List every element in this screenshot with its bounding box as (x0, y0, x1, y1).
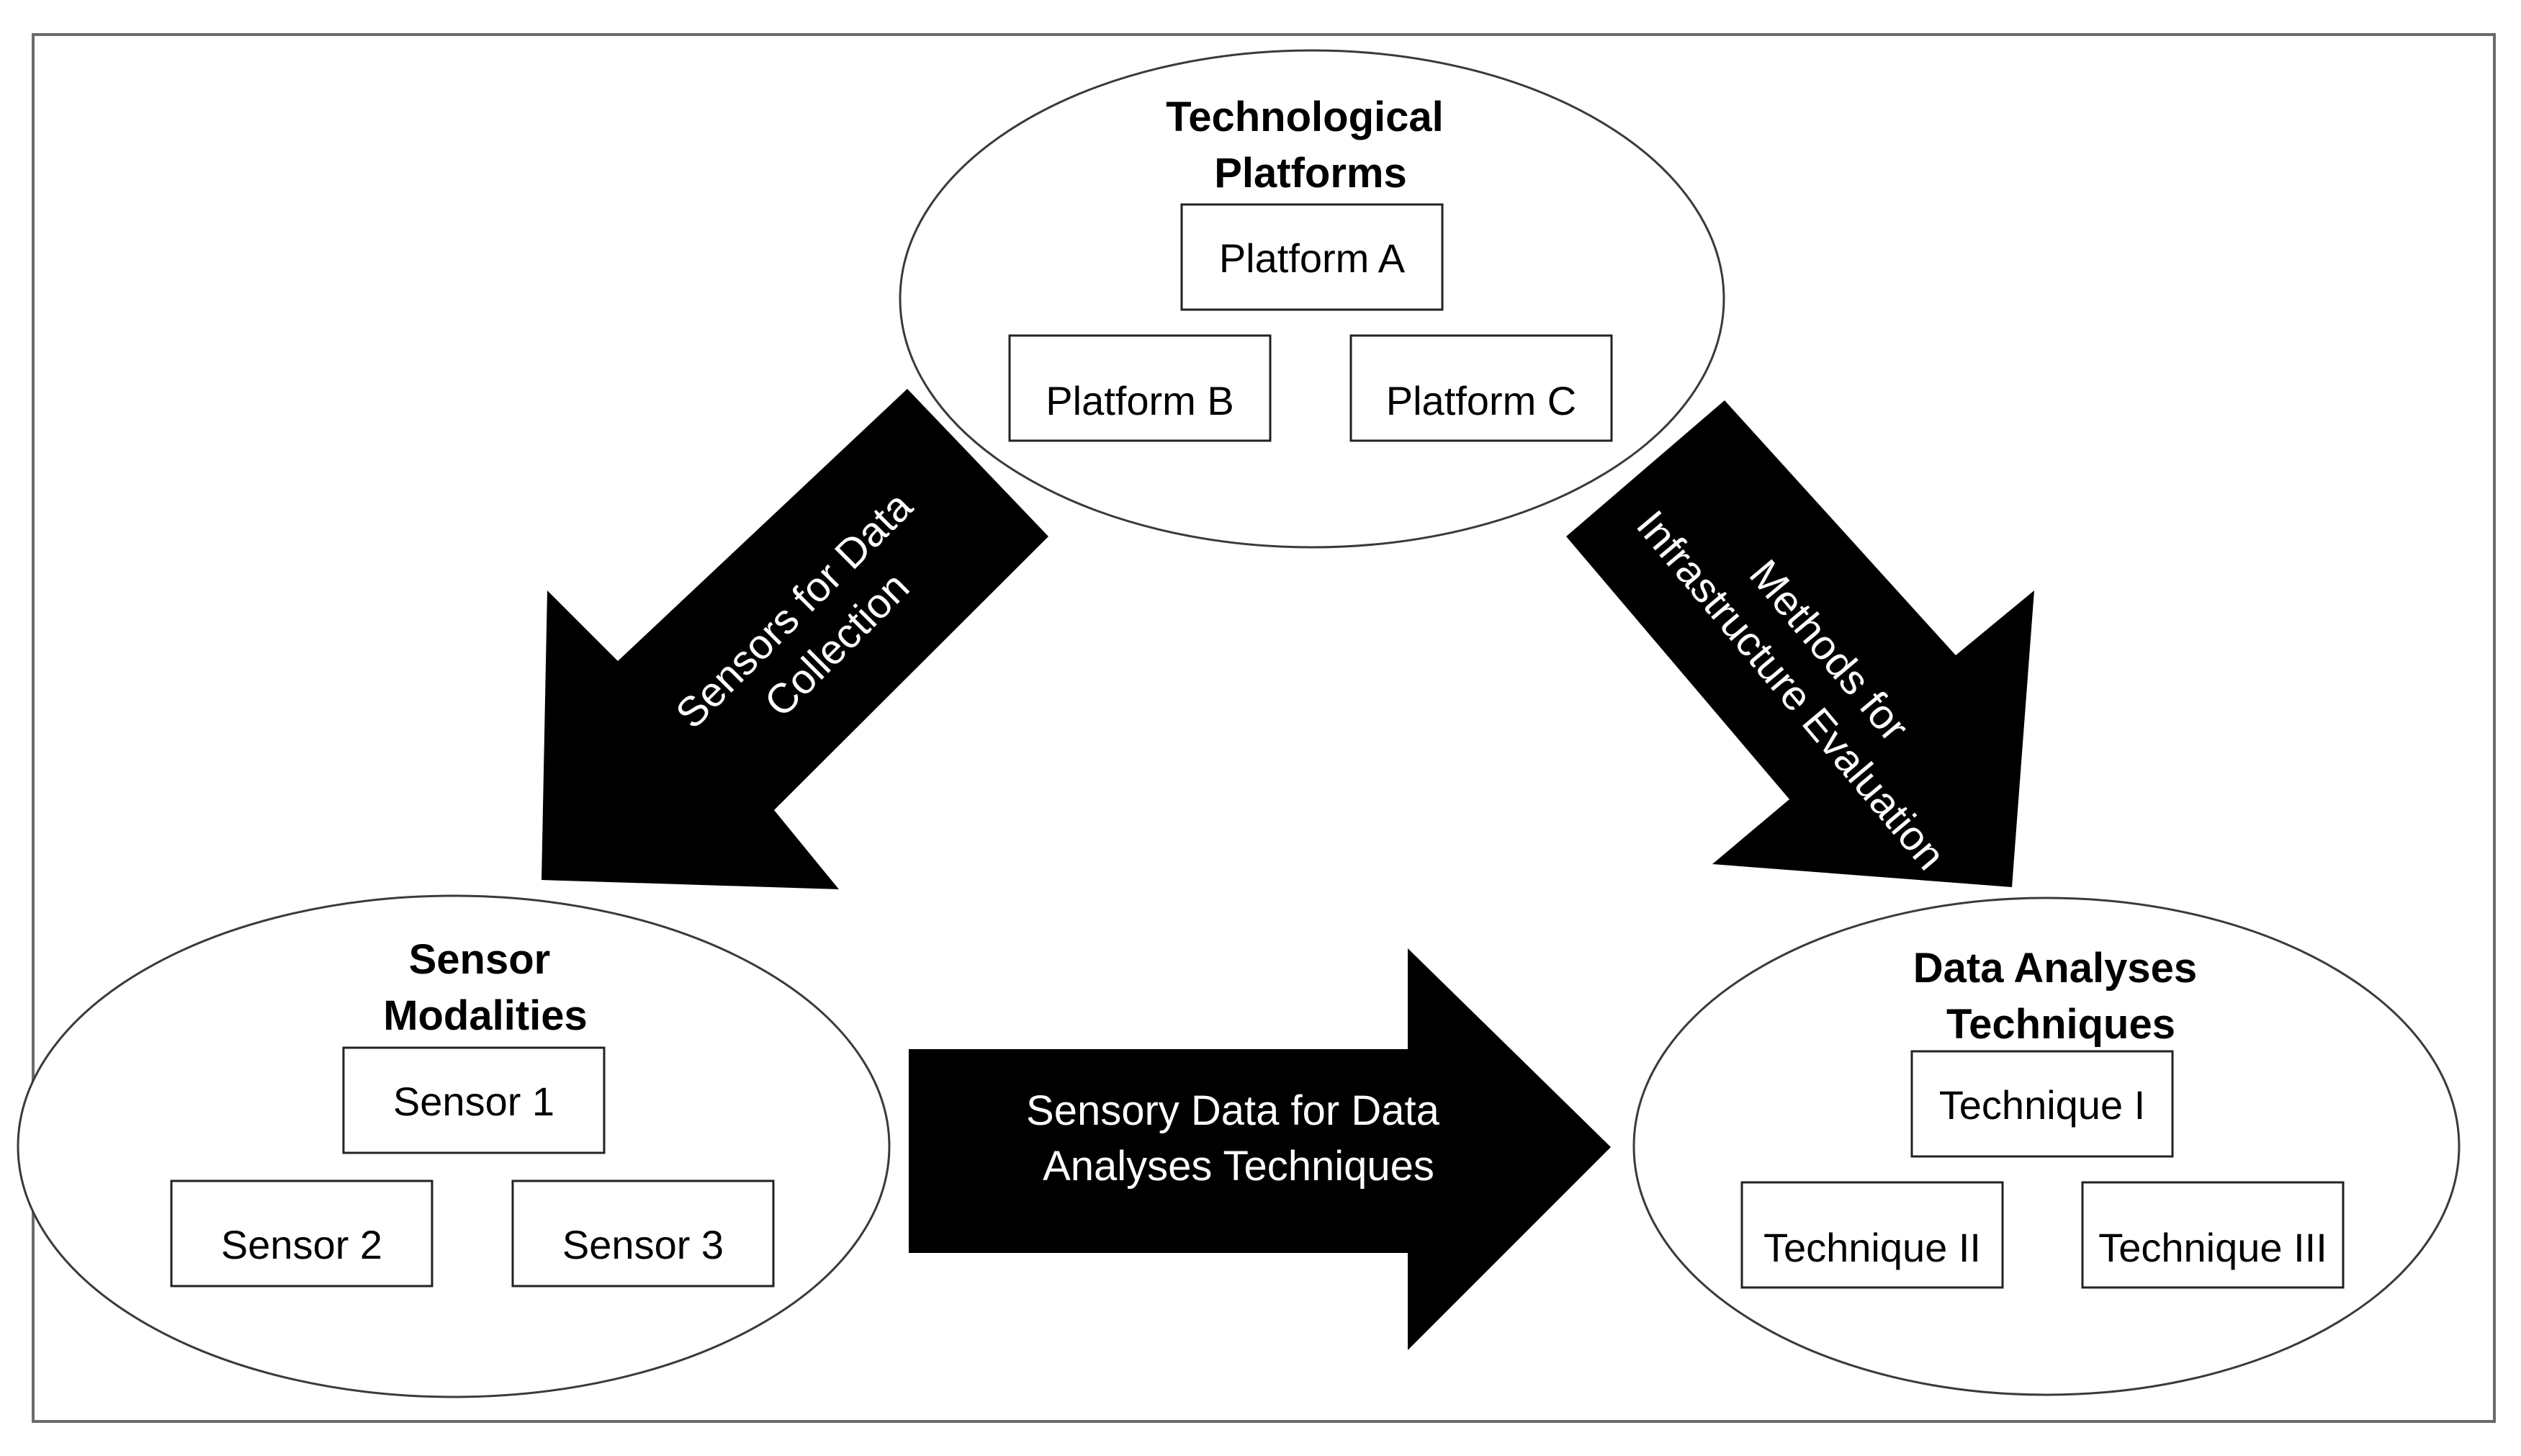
arrow-sensors-for-data-collection: Sensors for Data Collection (542, 389, 1048, 889)
platforms-title-line2: Platforms (1214, 150, 1407, 197)
diagram-frame (32, 33, 2496, 1423)
sensors-title-line2: Modalities (383, 992, 588, 1039)
box-platform-c (1349, 334, 1613, 442)
box-label-sensor-2: Sensor 2 (221, 1222, 382, 1267)
node-title-data-analyses-techniques: Data Analyses Techniques (1913, 945, 2209, 1048)
box-platform-a (1180, 203, 1444, 311)
box-label-platform-c: Platform C (1386, 378, 1577, 423)
arrow-methods-for-infrastructure-evaluation: Methods for Infrastructure Evaluation (1566, 400, 2034, 887)
arrow-bottom-line2: Analyses Techniques (1043, 1143, 1434, 1190)
node-title-sensor-modalities: Sensor Modalities (383, 936, 588, 1039)
box-label-sensor-3: Sensor 3 (562, 1222, 724, 1267)
arrow-bottom-line1: Sensory Data for Data (1026, 1087, 1440, 1134)
box-sensor-3 (511, 1179, 775, 1288)
arrow-bottom-shape (909, 948, 1611, 1350)
box-label-platform-a: Platform A (1219, 235, 1406, 281)
box-label-sensor-1: Sensor 1 (393, 1079, 554, 1124)
box-technique-i (1910, 1050, 2174, 1158)
platforms-title-line1: Technological (1166, 94, 1444, 140)
arrow-sensory-data: Sensory Data for Data Analyses Technique… (909, 948, 1611, 1350)
node-technological-platforms: Technological Platforms Platform A Platf… (899, 49, 1725, 549)
box-sensor-2 (170, 1179, 433, 1288)
box-technique-iii (2081, 1181, 2345, 1289)
node-sensor-modalities: Sensor Modalities Sensor 1 Sensor 2 Sens… (17, 894, 891, 1398)
node-data-analyses-techniques: Data Analyses Techniques Technique I Tec… (1632, 896, 2461, 1396)
arrow-right-shape (1566, 400, 2034, 887)
arrow-bottom-label: Sensory Data for Data Analyses Technique… (1026, 1087, 1451, 1190)
techniques-title-line2: Techniques (1946, 1001, 2175, 1048)
sensors-title-line1: Sensor (409, 936, 551, 983)
box-label-technique-ii: Technique II (1763, 1225, 1981, 1270)
box-label-technique-i: Technique I (1939, 1082, 2145, 1128)
node-title-technological-platforms: Technological Platforms (1166, 94, 1455, 197)
box-sensor-1 (342, 1046, 606, 1154)
box-label-technique-iii: Technique III (2098, 1225, 2327, 1270)
box-platform-b (1008, 334, 1272, 442)
techniques-title-line1: Data Analyses (1913, 945, 2197, 992)
box-technique-ii (1740, 1181, 2004, 1289)
box-label-platform-b: Platform B (1046, 378, 1233, 423)
arrow-left-shape (542, 389, 1048, 889)
